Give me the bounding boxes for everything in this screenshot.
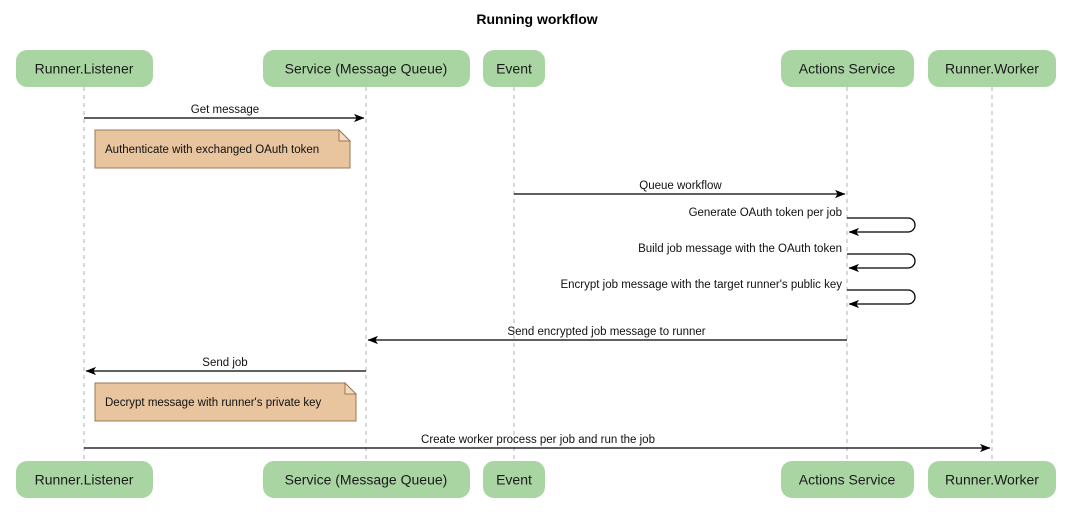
actor-label: Runner.Worker (945, 61, 1039, 77)
actor-event-footer[interactable]: Event (483, 461, 545, 498)
actor-service-mq-footer[interactable]: Service (Message Queue) (263, 461, 470, 498)
actor-label: Runner.Listener (35, 61, 134, 77)
actor-event-header[interactable]: Event (483, 50, 545, 87)
note-authenticate[interactable]: Authenticate with exchanged OAuth token (94, 128, 352, 169)
self-call-path (847, 217, 916, 237)
actor-label: Runner.Worker (945, 472, 1039, 488)
actor-label: Service (Message Queue) (285, 472, 448, 488)
note-label: Authenticate with exchanged OAuth token (105, 144, 319, 156)
message-label: Queue workflow (639, 180, 722, 192)
actor-label: Runner.Listener (35, 472, 134, 488)
actor-label: Event (496, 61, 532, 77)
message-label: Encrypt job message with the target runn… (560, 279, 842, 291)
self-call-path (847, 253, 916, 273)
message-label: Get message (191, 104, 259, 116)
actor-runner-worker-footer[interactable]: Runner.Worker (928, 461, 1056, 498)
actor-label: Actions Service (799, 472, 896, 488)
actor-service-mq-header[interactable]: Service (Message Queue) (263, 50, 470, 87)
actor-actions-service-footer[interactable]: Actions Service (781, 461, 914, 498)
note-fold-corner-icon (338, 128, 352, 142)
message-label: Build job message with the OAuth token (638, 243, 842, 255)
message-label: Send job (202, 357, 247, 369)
note-label: Decrypt message with runner's private ke… (105, 397, 322, 409)
message-label: Generate OAuth token per job (689, 207, 842, 219)
message-generate-oauth[interactable]: Generate OAuth token per job (689, 207, 916, 237)
actor-label: Service (Message Queue) (285, 61, 448, 77)
page-title: Running workflow (476, 11, 597, 27)
note-body (94, 382, 357, 422)
notes-layer: Authenticate with exchanged OAuth tokenD… (94, 128, 358, 422)
note-body (94, 129, 351, 169)
note-fold-corner-icon (344, 381, 358, 395)
actor-actions-service-header[interactable]: Actions Service (781, 50, 914, 87)
self-call-path (847, 289, 916, 309)
message-send-job[interactable]: Send job (85, 357, 366, 376)
actor-runner-listener-footer[interactable]: Runner.Listener (16, 461, 153, 498)
actor-runner-listener-header[interactable]: Runner.Listener (16, 50, 153, 87)
message-create-worker[interactable]: Create worker process per job and run th… (84, 434, 991, 453)
note-decrypt[interactable]: Decrypt message with runner's private ke… (94, 381, 358, 422)
message-queue-workflow[interactable]: Queue workflow (514, 180, 846, 199)
actor-label: Event (496, 472, 532, 488)
message-send-encrypted[interactable]: Send encrypted job message to runner (367, 326, 847, 345)
actor-label: Actions Service (799, 61, 896, 77)
message-encrypt-job[interactable]: Encrypt job message with the target runn… (560, 279, 916, 309)
message-label: Send encrypted job message to runner (507, 326, 705, 338)
lifelines-layer (83, 87, 993, 461)
message-label: Create worker process per job and run th… (421, 434, 655, 446)
message-get-message[interactable]: Get message (84, 104, 365, 123)
actor-runner-worker-header[interactable]: Runner.Worker (928, 50, 1056, 87)
message-build-job-message[interactable]: Build job message with the OAuth token (638, 243, 916, 273)
